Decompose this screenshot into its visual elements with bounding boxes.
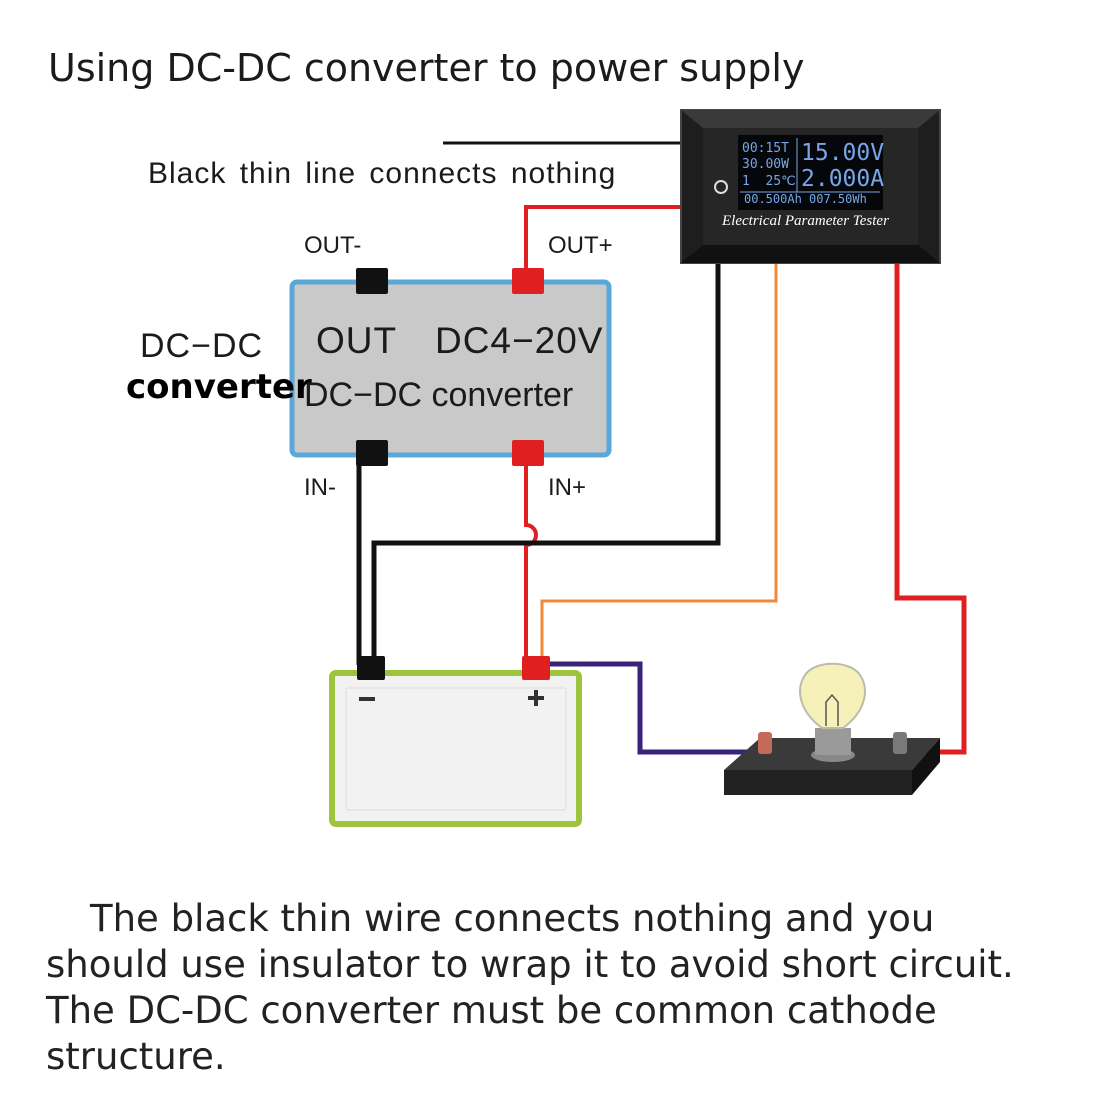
label-out-minus: OUT- <box>304 232 362 259</box>
lcd-time: 00:15T <box>742 141 789 156</box>
battery-plus-symbol <box>528 690 544 706</box>
converter-output-label: OUT DC4−20V <box>316 320 604 361</box>
bottom-line-3: The DC-DC converter must be common catho… <box>46 989 937 1032</box>
wire-out-plus-to-meter <box>524 205 688 282</box>
lamp-terminal-right-icon <box>893 732 907 754</box>
converter-side-label-1: DC−DC <box>140 327 264 365</box>
lamp-base-icon <box>724 770 912 795</box>
battery <box>329 670 582 827</box>
terminal-in-plus <box>512 440 544 466</box>
wire-battery-to-lamp <box>548 661 760 755</box>
page-title: Using DC-DC converter to power supply <box>48 46 805 90</box>
lcd-voltage: 15.00V <box>801 140 885 166</box>
meter-bevel-top <box>681 110 940 128</box>
battery-terminal-plus <box>522 656 550 680</box>
battery-terminal-minus <box>357 656 385 680</box>
bottom-line-1: The black thin wire connects nothing and… <box>90 897 935 940</box>
terminal-out-plus <box>512 268 544 294</box>
wire-in-plus-to-battery <box>524 458 538 665</box>
label-out-plus: OUT+ <box>548 232 613 259</box>
lcd-capacity-energy: 00.500Ah 007.50Wh <box>744 192 867 206</box>
meter-button-icon <box>714 180 728 194</box>
black-line-note: Black thin line connects nothing <box>148 157 617 190</box>
lamp <box>724 662 940 795</box>
bottom-line-4: structure. <box>46 1035 226 1078</box>
lcd-temp: 1 25℃ <box>742 174 796 189</box>
label-in-minus: IN- <box>304 474 336 501</box>
lcd-power: 30.00W <box>742 157 789 172</box>
bottom-line-2: should use insulator to wrap it to avoid… <box>46 943 1014 986</box>
bottom-explanation: The black thin wire connects nothing and… <box>46 896 1086 1080</box>
dc-dc-converter <box>289 279 612 458</box>
converter-side-label-2: converter <box>126 367 312 407</box>
converter-name-label: DC−DC converter <box>304 376 574 414</box>
terminal-in-minus <box>356 440 388 466</box>
battery-minus-symbol <box>359 697 375 701</box>
wire-meter-to-battery-minus <box>371 262 721 665</box>
meter-label: Electrical Parameter Tester <box>722 213 889 229</box>
terminal-out-minus <box>356 268 388 294</box>
wire-meter-to-lamp <box>894 262 967 755</box>
bulb-socket-icon <box>815 728 851 755</box>
lamp-terminal-left-icon <box>758 732 772 754</box>
label-in-plus: IN+ <box>548 474 587 501</box>
lcd-current: 2.000A <box>801 166 885 192</box>
meter-bevel-bottom <box>681 245 940 263</box>
meter-lcd <box>738 135 883 210</box>
wire-meter-to-battery-plus <box>540 262 778 665</box>
